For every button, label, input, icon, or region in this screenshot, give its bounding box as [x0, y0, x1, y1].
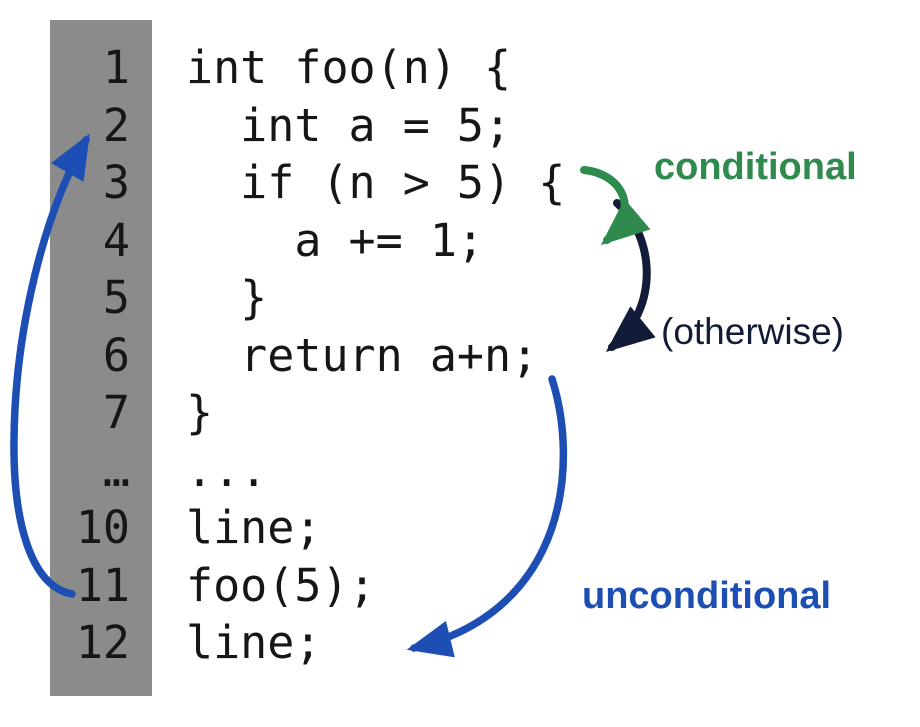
code-row: 2 int a = 5; [0, 97, 920, 155]
line-number: 10 [75, 501, 130, 554]
line-number: … [102, 443, 130, 497]
code-text: line; [186, 616, 322, 669]
line-number: 6 [102, 328, 130, 382]
conditional-label: conditional [654, 146, 857, 188]
code-row: 10 line; [0, 499, 920, 557]
code-row: 6 return a+n; [0, 327, 920, 385]
code-text: if (n > 5) { [186, 156, 566, 209]
line-number: 4 [102, 213, 130, 267]
code-row: 3 if (n > 5) { [0, 154, 920, 212]
code-row: 7 } [0, 384, 920, 442]
code-listing: 1 int foo(n) { 2 int a = 5; 3 if (n > 5)… [0, 39, 920, 672]
code-row-ellipsis: … ... [0, 442, 920, 500]
line-number: 7 [102, 386, 130, 439]
code-row: 1 int foo(n) { [0, 39, 920, 97]
line-number: 3 [102, 156, 130, 209]
code-text: foo(5); [186, 558, 376, 612]
otherwise-label: (otherwise) [661, 311, 844, 352]
line-number: 2 [102, 98, 130, 152]
code-text: return a+n; [186, 328, 539, 382]
code-text: line; [186, 501, 322, 554]
code-row: 12 line; [0, 614, 920, 672]
code-row: 5 } [0, 269, 920, 327]
line-number: 12 [75, 616, 130, 669]
code-text: } [186, 386, 214, 439]
code-text: int foo(n) { [186, 41, 512, 94]
code-text: int a = 5; [186, 98, 512, 152]
line-number: 5 [102, 271, 130, 324]
line-number: 1 [102, 41, 130, 94]
code-text: ... [186, 443, 268, 497]
unconditional-label: unconditional [582, 575, 832, 617]
code-text: a += 1; [186, 213, 485, 267]
line-number: 11 [75, 558, 130, 612]
code-text: } [186, 271, 268, 324]
code-row: 4 a += 1; [0, 212, 920, 270]
